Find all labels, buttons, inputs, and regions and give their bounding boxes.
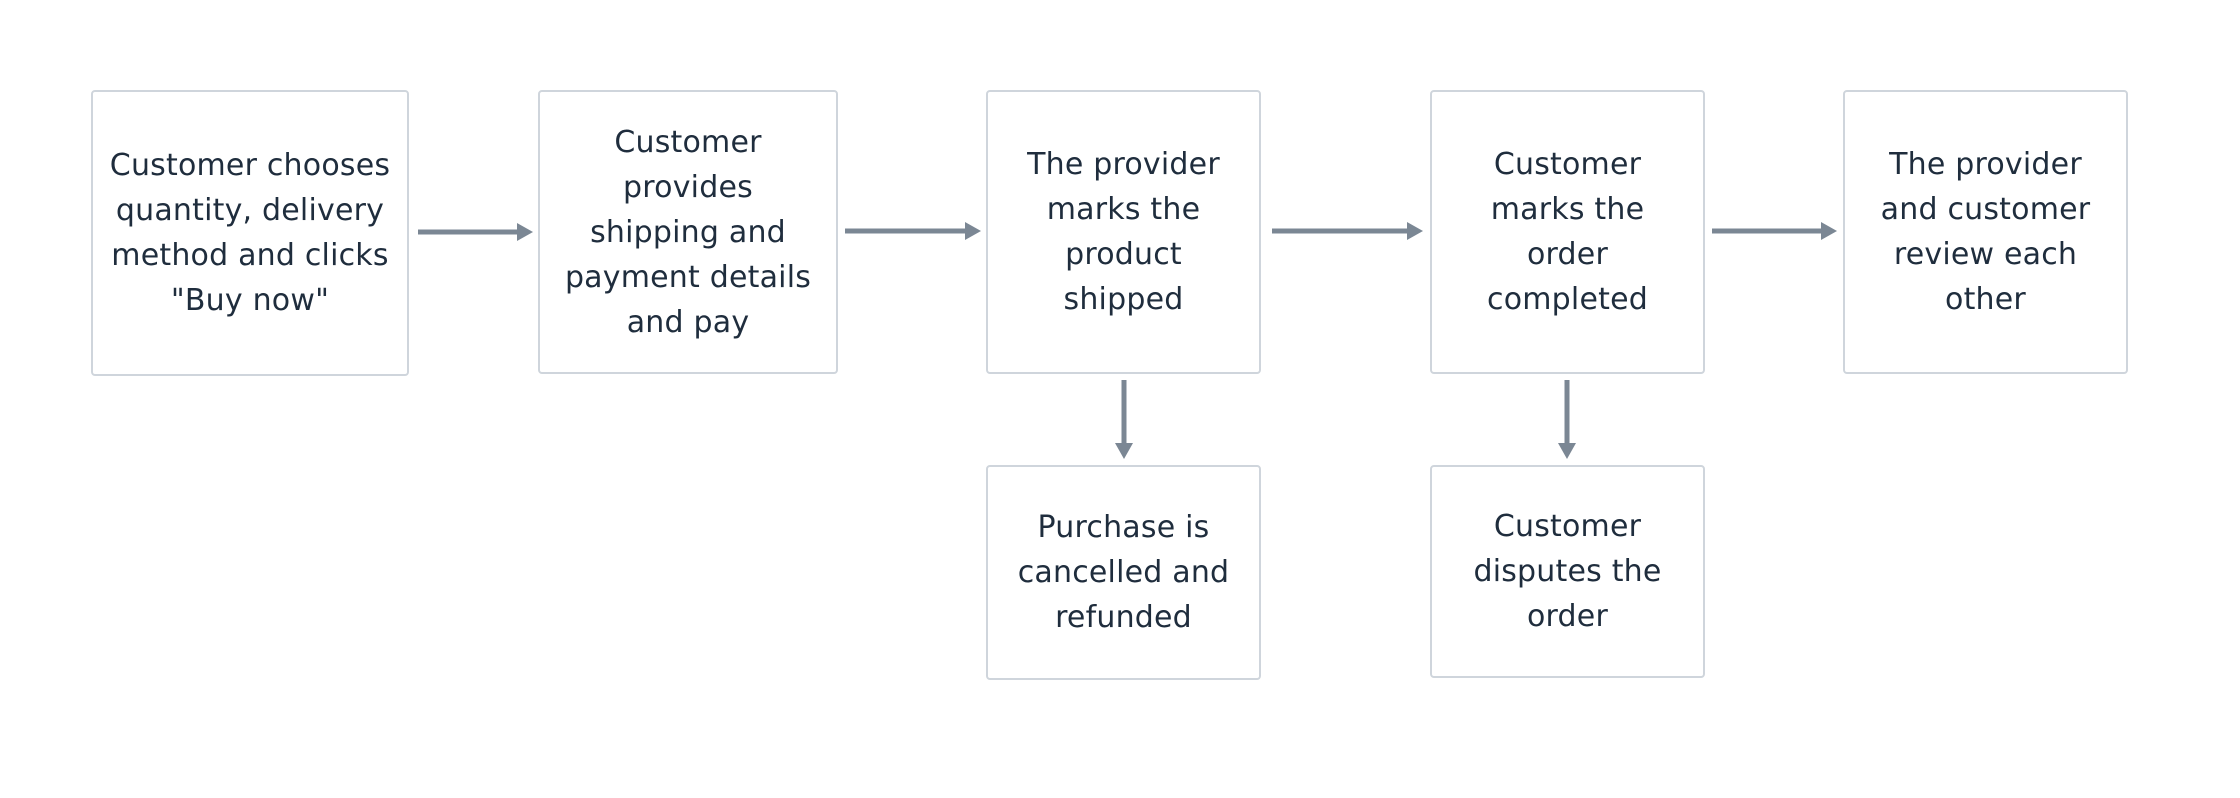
step-review-each-other-label: The provider and customer review each ot…	[1880, 147, 2091, 317]
step-review-each-other: The provider and customer review each ot…	[1843, 90, 2128, 374]
arrow-n4-n7	[1558, 380, 1576, 459]
step-order-disputed: Customer disputes the order	[1430, 465, 1705, 678]
step-provide-details-label: Customer provides shipping and payment d…	[564, 124, 812, 340]
step-product-shipped-label: The provider marks the product shipped	[1027, 147, 1220, 317]
arrow-n1-n2	[418, 223, 533, 241]
step-choose-quantity-label: Customer chooses quantity, delivery meth…	[109, 148, 391, 318]
step-order-completed: Customer marks the order completed	[1430, 90, 1705, 374]
step-purchase-cancelled-label: Purchase is cancelled and refunded	[1017, 510, 1230, 635]
step-order-completed-label: Customer marks the order completed	[1487, 147, 1648, 317]
arrow-n4-n5	[1712, 222, 1837, 240]
step-product-shipped: The provider marks the product shipped	[986, 90, 1261, 374]
step-provide-details: Customer provides shipping and payment d…	[538, 90, 838, 374]
step-order-disputed-label: Customer disputes the order	[1473, 509, 1662, 634]
arrow-n3-n4	[1272, 222, 1423, 240]
step-choose-quantity: Customer chooses quantity, delivery meth…	[91, 90, 409, 376]
step-purchase-cancelled: Purchase is cancelled and refunded	[986, 465, 1261, 680]
arrow-n3-n6	[1115, 380, 1133, 459]
arrow-n2-n3	[845, 222, 981, 240]
